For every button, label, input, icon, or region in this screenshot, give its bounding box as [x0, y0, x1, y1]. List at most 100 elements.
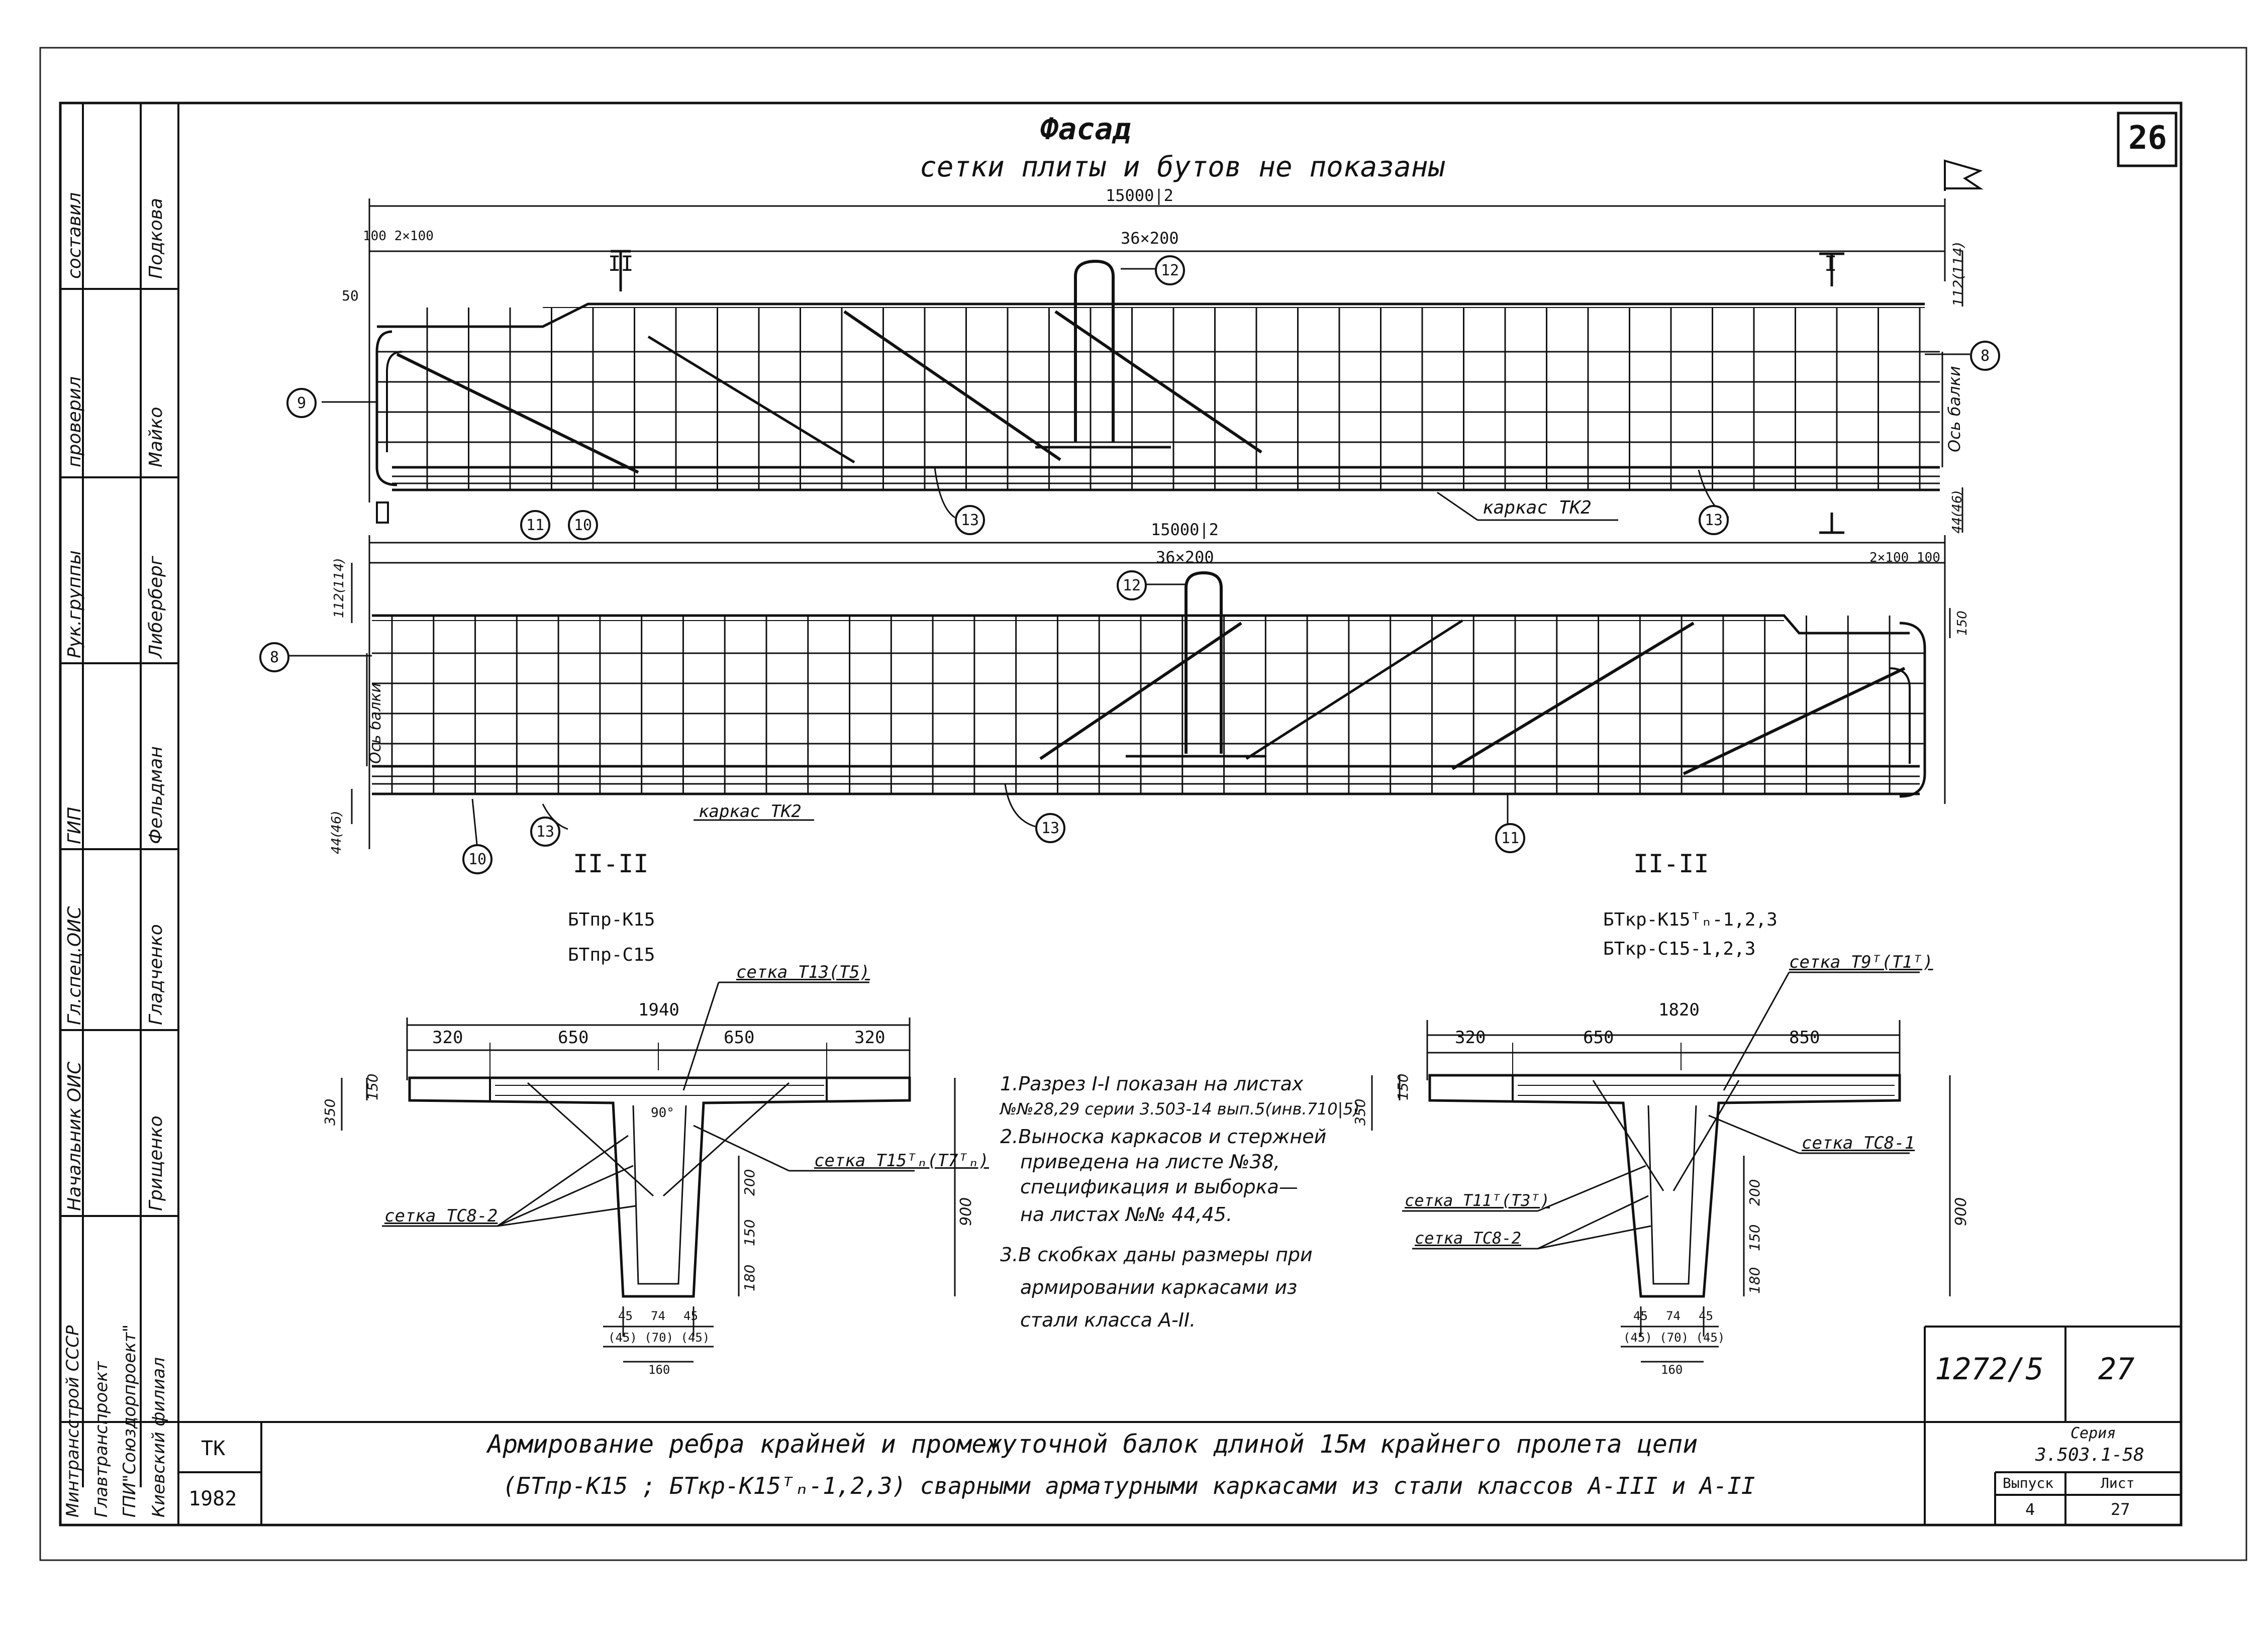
section-left-mesh-top: сетка Т13(Т5)	[736, 962, 870, 982]
title-list-label: Лист	[2101, 1475, 2135, 1491]
org-line-1: Минтрансстрой СССР	[63, 1325, 83, 1517]
stamp-name: Гладченко	[146, 924, 166, 1025]
section-left-bottom-total: 160	[648, 1363, 670, 1377]
section-left-bottom-dim-3: 45	[683, 1309, 698, 1323]
section-left-label-2: БТпр-С15	[568, 945, 655, 965]
section-left-mesh-right: сетка Т15ᵀₙ(Т7ᵀₙ)	[814, 1151, 989, 1171]
top-beam-drawing	[322, 159, 1984, 534]
section-right-mesh-top: сетка Т9ᵀ(Т1ᵀ)	[1789, 952, 1933, 972]
callout-11-bottom: 11	[1495, 823, 1525, 853]
top-beam-section-mark-1: I	[1824, 251, 1837, 276]
callout-12-bottom: 12	[1117, 570, 1147, 600]
bottom-beam-dim-left-bottom: 44(46)	[329, 810, 344, 854]
note-line: приведена на листе №38,	[1020, 1151, 1280, 1173]
stamp-name: Либерберг	[146, 556, 166, 658]
section-right-mark: II-II	[1633, 849, 1709, 878]
callout-8: 8	[1970, 341, 2000, 371]
note-line: спецификация и выборка—	[1020, 1176, 1298, 1198]
callout-10-bottom: 10	[462, 844, 492, 874]
section-right-total-width: 1820	[1658, 1000, 1700, 1020]
section-left-bottom-dim-1: 45	[618, 1309, 633, 1323]
org-line-4: Киевский филиал	[149, 1357, 169, 1517]
section-left-width-1: 320	[432, 1028, 463, 1048]
section-right-web-200: 200	[1746, 1179, 1763, 1206]
section-left-width-3: 650	[724, 1028, 755, 1048]
section-left-mesh-left: сетка ТС8-2	[384, 1206, 498, 1226]
section-right-bottom-dim-2: 74	[1666, 1309, 1681, 1323]
title-inventory: 1272/5	[1935, 1352, 2044, 1387]
top-beam-length: 15000|2	[1106, 186, 1173, 205]
section-left-bottom-dims-alt: (45) (70) (45)	[608, 1331, 710, 1345]
note-line: №№28,29 серии 3.503-14 вып.5(инв.710|5)	[1000, 1099, 1360, 1119]
callout-11: 11	[520, 510, 550, 540]
section-left-angle: 90°	[651, 1105, 674, 1121]
section-right-width-2: 650	[1583, 1028, 1614, 1048]
top-beam-spacing: 36×200	[1121, 229, 1179, 248]
bottom-beam-frame-label: каркас ТК2	[699, 801, 802, 822]
org-line-3: ГПИ"Союздорпроект"	[120, 1324, 140, 1517]
section-right-mesh-left-2: сетка ТС8-2	[1415, 1229, 1521, 1248]
stamp-role: проверил	[64, 376, 85, 467]
title-series-label: Серия	[2070, 1425, 2116, 1442]
top-beam-left-spacing: 100 2×100	[363, 229, 434, 244]
section-right-dim-150: 150	[1395, 1073, 1411, 1100]
section-left-dim-150: 150	[364, 1073, 381, 1100]
note-line: на листах №№ 44,45.	[1020, 1203, 1233, 1226]
section-right-width-1: 320	[1455, 1028, 1486, 1048]
sheet-number-box	[2117, 112, 2178, 167]
section-left-drawing	[341, 981, 956, 1363]
title-block-grid	[60, 1326, 2181, 1525]
title-series: 3.503.1-58	[2035, 1445, 2144, 1465]
stamp-role: составил	[64, 192, 85, 279]
stamp-role: Начальник ОИС	[64, 1061, 85, 1211]
bottom-beam-right-spacing: 2×100 100	[1869, 550, 1940, 565]
callout-13a: 13	[955, 505, 985, 535]
section-right-web-180: 180	[1746, 1267, 1763, 1294]
sheet-number: 26	[2128, 120, 2167, 157]
top-beam-dim-50: 50	[342, 287, 359, 304]
title-sheet-no: 27	[2098, 1352, 2135, 1387]
section-left-dim-900: 900	[957, 1197, 975, 1226]
stamp-name: Фельдман	[146, 746, 166, 844]
callout-13-bottom-a: 13	[530, 817, 560, 847]
stamp-role: Гл.спец.ОИС	[64, 906, 85, 1025]
note-line: стали класса А-II.	[1020, 1309, 1196, 1331]
section-right-web-150: 150	[1746, 1224, 1763, 1251]
section-left-mark: II-II	[573, 849, 649, 878]
bottom-beam-drawing	[286, 535, 1951, 850]
section-right-bottom-total: 160	[1661, 1363, 1683, 1377]
note-line: 3.В скобках даны размеры при	[1000, 1244, 1313, 1266]
top-beam-section-mark-2: II	[608, 251, 634, 276]
bottom-beam-spacing: 36×200	[1156, 548, 1214, 567]
section-left-dim-350: 350	[322, 1098, 338, 1126]
section-left-web-180: 180	[741, 1264, 758, 1291]
section-right-bottom-dim-1: 45	[1633, 1309, 1648, 1323]
section-right-dim-900: 900	[1952, 1197, 1970, 1226]
callout-10: 10	[568, 510, 598, 540]
note-line: армировании каркасами из	[1020, 1276, 1298, 1298]
section-left-width-2: 650	[558, 1028, 589, 1048]
section-left-label-1: БТпр-К15	[568, 909, 655, 930]
title-issue: 4	[2025, 1500, 2035, 1519]
top-beam-dim-right: 112(114)	[1950, 242, 1966, 307]
outer-frame	[39, 47, 2247, 1561]
top-beam-axis-label: Ось балки	[1945, 366, 1964, 452]
section-right-label-1: БТкр-К15ᵀₙ-1,2,3	[1603, 909, 1778, 930]
callout-13b: 13	[1699, 505, 1729, 535]
section-left-width-4: 320	[854, 1028, 885, 1048]
top-beam-dim-bottom-right: 44(46)	[1950, 490, 1965, 534]
sheet-subtitle: сетки плиты и бутов не показаны	[920, 151, 1445, 183]
section-right-label-2: БТкр-С15-1,2,3	[1603, 939, 1756, 959]
bottom-beam-dim-left-top: 112(114)	[332, 558, 347, 618]
section-left-web-150: 150	[741, 1219, 758, 1246]
section-left-bottom-dim-2: 74	[651, 1309, 665, 1323]
section-right-mesh-left-1: сетка Т11ᵀ(Т3ᵀ)	[1405, 1191, 1550, 1210]
bottom-beam-axis-label: Ось балки	[367, 682, 384, 764]
title-line-1: Армирование ребра крайней и промежуточно…	[487, 1430, 1698, 1459]
bottom-beam-dim-150: 150	[1955, 611, 1970, 636]
callout-8-bottom: 8	[259, 642, 289, 672]
section-right-drawing	[1371, 971, 1951, 1363]
section-left-total-width: 1940	[638, 1000, 679, 1020]
sheet-title: Фасад	[1040, 112, 1131, 147]
